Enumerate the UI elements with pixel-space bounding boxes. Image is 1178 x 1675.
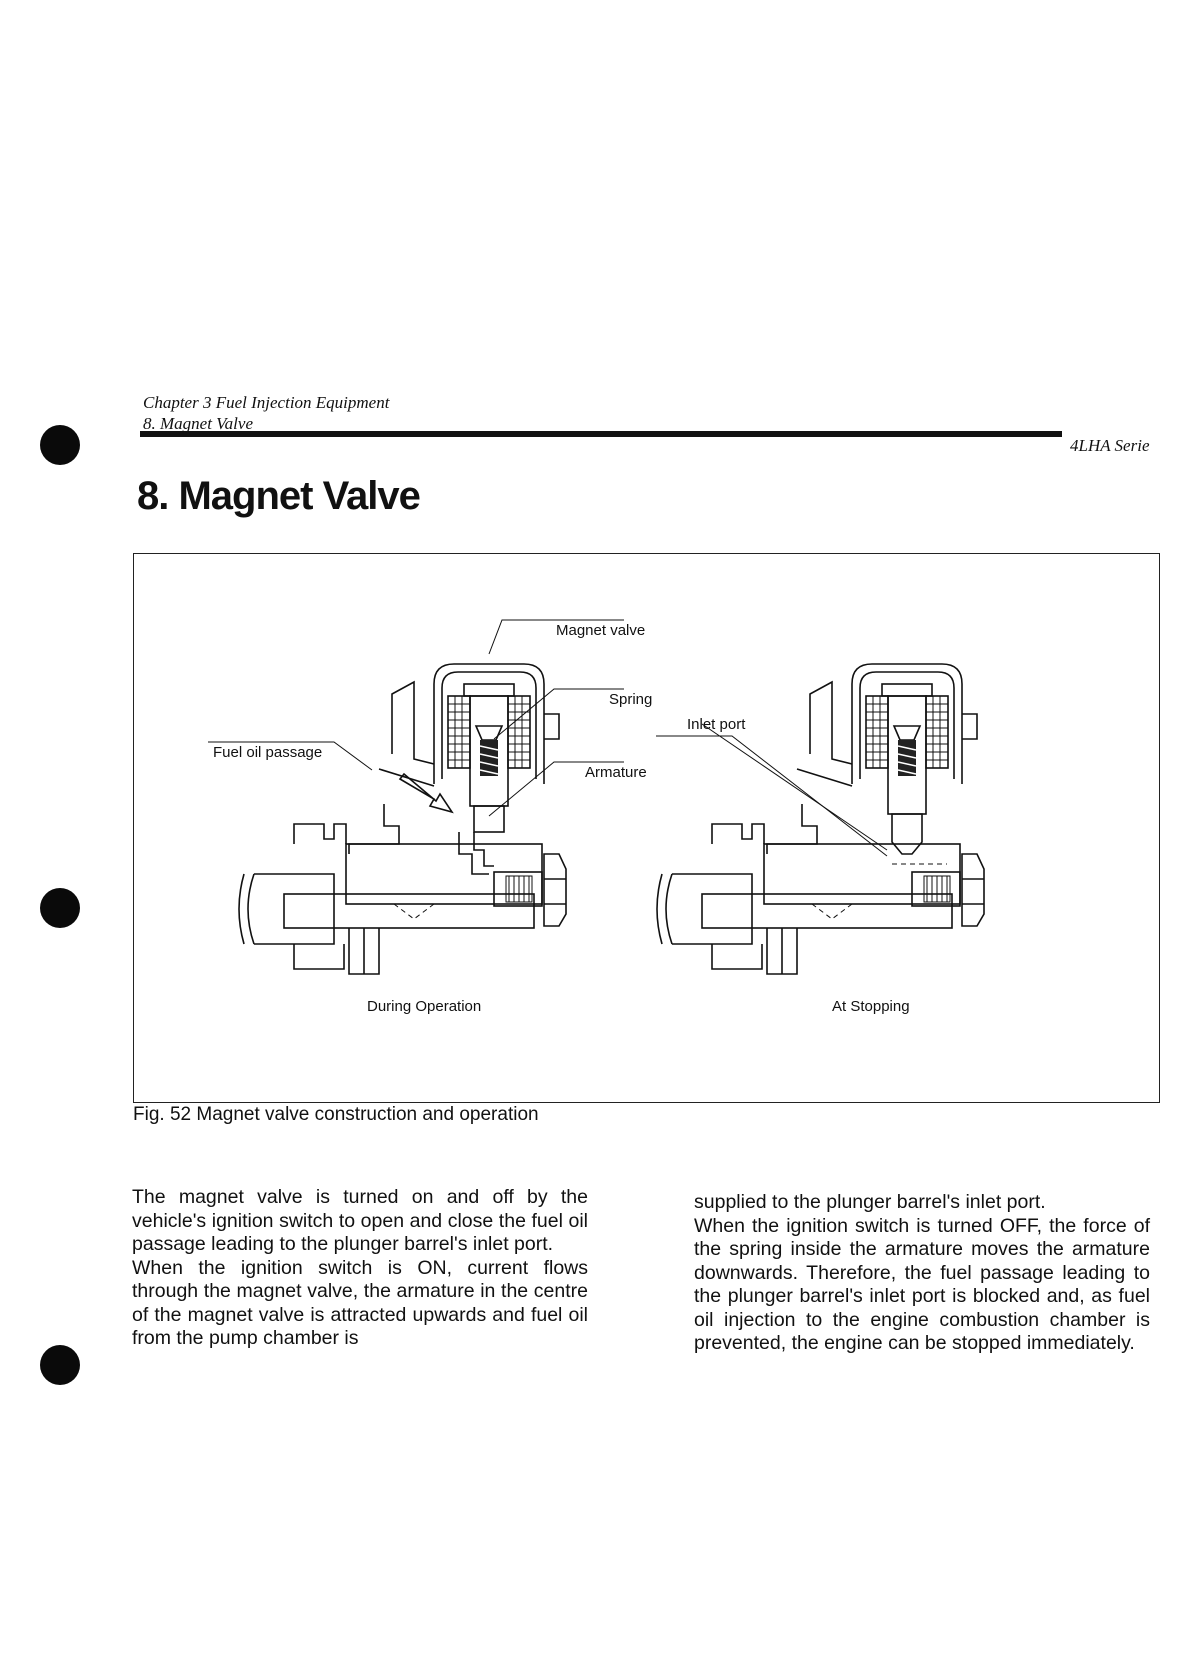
label-spring: Spring	[609, 691, 653, 708]
label-magnet-valve: Magnet valve	[556, 622, 646, 639]
binder-hole-bottom	[40, 1345, 80, 1385]
section-heading: 8. Magnet Valve	[143, 414, 253, 433]
page-title: 8. Magnet Valve	[137, 474, 421, 518]
series-label: 4LHA Serie	[1070, 436, 1150, 455]
body-column-left: The magnet valve is turned on and off by…	[132, 1186, 588, 1351]
label-fuel-oil-passage: Fuel oil passage	[213, 744, 323, 761]
paragraph: supplied to the plunger barrel's inlet p…	[694, 1191, 1046, 1213]
figure-frame: Magnet valve Spring Armature Fuel oil pa…	[133, 553, 1160, 1103]
caption-during-operation: During Operation	[367, 998, 482, 1015]
label-armature: Armature	[585, 764, 647, 781]
paragraph: When the ignition switch is turned OFF, …	[694, 1214, 1150, 1355]
body-column-right: supplied to the plunger barrel's inlet p…	[694, 1191, 1150, 1356]
magnet-valve-diagram	[208, 619, 985, 975]
binder-hole-top	[40, 425, 80, 465]
header-rule	[140, 431, 1062, 437]
figure-caption: Fig. 52 Magnet valve construction and op…	[133, 1104, 539, 1125]
chapter-heading: Chapter 3 Fuel Injection Equipment	[143, 393, 390, 412]
diagram-during-operation	[208, 619, 624, 975]
binder-hole-middle	[40, 888, 80, 928]
label-inlet-port: Inlet port	[687, 716, 746, 733]
caption-at-stopping: At Stopping	[832, 998, 910, 1015]
paragraph: The magnet valve is turned on and off by…	[132, 1186, 588, 1255]
diagram-at-stopping	[656, 663, 985, 975]
paragraph: When the ignition switch is ON, current …	[132, 1256, 588, 1350]
